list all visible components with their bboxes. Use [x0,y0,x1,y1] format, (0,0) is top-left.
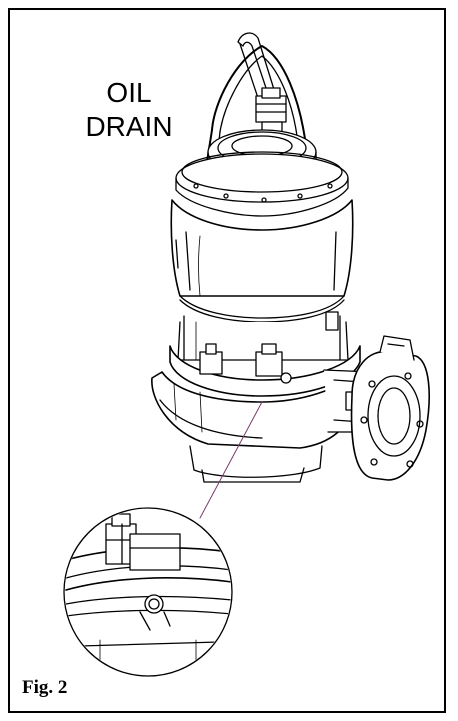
oil-chamber-ring [169,345,361,397]
title-line-1: OIL [106,77,152,108]
figure-label: Fig. 2 [22,677,68,698]
cable-gland [255,95,287,123]
upper-flange [175,153,349,203]
lifting-handle [211,45,307,147]
motor-housing [170,199,354,297]
title-line-2: DRAIN [85,111,173,142]
detail-leader-line [199,401,263,519]
oil-drain-title: OIL DRAIN [74,76,184,144]
oil-drain-detail-view [63,507,233,677]
